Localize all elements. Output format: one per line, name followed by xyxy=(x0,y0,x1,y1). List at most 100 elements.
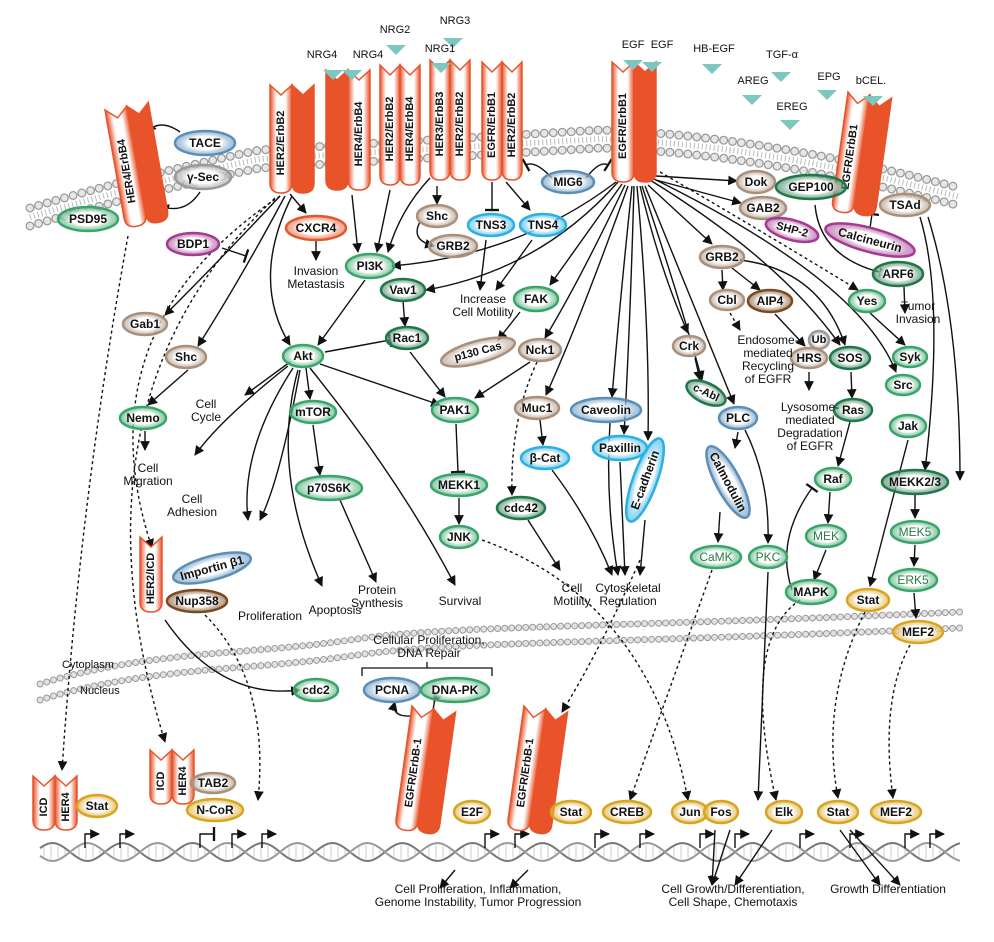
node-shape xyxy=(518,212,568,238)
ligand-label: NRG4 xyxy=(307,49,338,61)
node-pak1: PAK1 xyxy=(430,396,480,424)
node-shape xyxy=(292,677,340,703)
node-shape xyxy=(624,437,666,523)
node-shape xyxy=(173,129,237,157)
activation-edge xyxy=(527,519,561,571)
activation-edge xyxy=(385,177,431,253)
activation-edge xyxy=(731,267,761,291)
receptor-her4-homo: HER4/ErbB4 xyxy=(325,68,371,191)
node-shape xyxy=(173,163,233,191)
node-label: Rac1 xyxy=(393,331,422,345)
activation-edge xyxy=(693,357,703,381)
activation-edge xyxy=(509,869,529,889)
node-paxillin: Paxillin xyxy=(591,434,649,462)
receptor-label: HER4/ErbB4 xyxy=(353,101,365,167)
translocation-edge xyxy=(129,197,276,743)
annotation-line: Cell Motility xyxy=(452,305,513,319)
annotation-line: mediated xyxy=(743,346,792,360)
gene-transcription-start xyxy=(119,829,135,848)
node-shape xyxy=(118,405,168,431)
node-src: Src xyxy=(884,373,922,397)
cytoplasm-label: Cytoplasm xyxy=(62,659,114,671)
annotation-line: Tumor xyxy=(901,299,935,313)
node-label: DNA-PK xyxy=(432,683,479,697)
node-caveolin: Caveolin xyxy=(569,396,643,424)
translocation-edge xyxy=(57,235,129,771)
node-label: GEP100 xyxy=(788,180,834,194)
node-label: cdc42 xyxy=(504,501,538,515)
ligand-triangle-icon xyxy=(817,90,837,100)
node-shape xyxy=(379,277,427,303)
node-label: Paxillin xyxy=(599,441,641,455)
node-shape xyxy=(747,544,789,570)
node-label: JNK xyxy=(447,530,471,544)
annotation-line: Degradation xyxy=(777,426,842,440)
activation-edge xyxy=(544,184,626,339)
node-label: MEK5 xyxy=(899,525,932,539)
activation-edge xyxy=(710,829,731,886)
gene-transcription-start xyxy=(799,829,815,848)
activation-edge xyxy=(495,239,533,291)
node-tace: TACE xyxy=(173,129,237,157)
node-shape xyxy=(549,799,593,825)
receptor-subunit xyxy=(325,68,349,191)
receptor-label: HER4 xyxy=(177,765,189,795)
node-vav1: Vav1 xyxy=(379,277,427,303)
annotation-line: Motility xyxy=(553,594,590,608)
activation-edge xyxy=(399,300,410,327)
activation-edge xyxy=(439,869,456,889)
ligand-label: NRG1 xyxy=(425,43,456,55)
node-shape xyxy=(540,169,596,195)
translocation-edge xyxy=(729,312,741,331)
node-label: Syk xyxy=(899,350,921,364)
translocation-edge xyxy=(761,599,801,801)
activation-edge xyxy=(655,179,742,206)
node-muc1: Muc1 xyxy=(513,395,561,421)
annotation-line: Proliferation xyxy=(238,609,302,623)
ligand-triangle-icon xyxy=(443,38,463,48)
node-label: GAB2 xyxy=(746,201,780,215)
node-syk: Syk xyxy=(891,345,929,369)
activation-edge xyxy=(505,181,531,211)
ligand-label: EPG xyxy=(817,71,840,83)
node-calcineurin: Calcineurin xyxy=(824,222,916,258)
node-shape xyxy=(828,345,872,371)
node-shape xyxy=(717,405,759,431)
node-shape xyxy=(746,288,794,314)
activation-edge xyxy=(619,185,635,435)
activation-edge xyxy=(244,361,291,396)
node-label: TNS3 xyxy=(476,218,507,232)
node-shape xyxy=(430,396,480,424)
receptor-label: HER3/ErbB3 xyxy=(434,92,446,157)
node-raf: Raf xyxy=(813,466,853,492)
node-label: TNS4 xyxy=(528,218,559,232)
gene-transcription-start xyxy=(84,829,100,848)
receptor-label: HER2/ErbB2 xyxy=(454,92,466,157)
activation-edge xyxy=(869,312,906,346)
ligand-triangle-icon xyxy=(771,72,791,82)
node-label: MEKK1 xyxy=(438,478,480,492)
node-shape xyxy=(891,345,929,369)
node-shape xyxy=(702,799,740,825)
node-importin: Importin β1 xyxy=(171,551,253,585)
annotation-out-right: Growth Differentiation xyxy=(830,882,946,896)
node-shape xyxy=(185,797,245,823)
node-yes: Yes xyxy=(847,288,887,314)
node-shape xyxy=(439,336,517,368)
node-shape xyxy=(869,799,923,825)
node-label: Src xyxy=(893,378,913,392)
node-label: Stat xyxy=(560,805,583,819)
node-shape xyxy=(735,169,777,195)
annotation-line: DNA Repair xyxy=(397,646,460,660)
node-pcna: PCNA xyxy=(362,676,422,704)
node-label: Dok xyxy=(745,175,768,189)
node-label: Nemo xyxy=(126,411,159,425)
node-crk: Crk xyxy=(671,334,707,358)
node-shape xyxy=(764,216,820,244)
